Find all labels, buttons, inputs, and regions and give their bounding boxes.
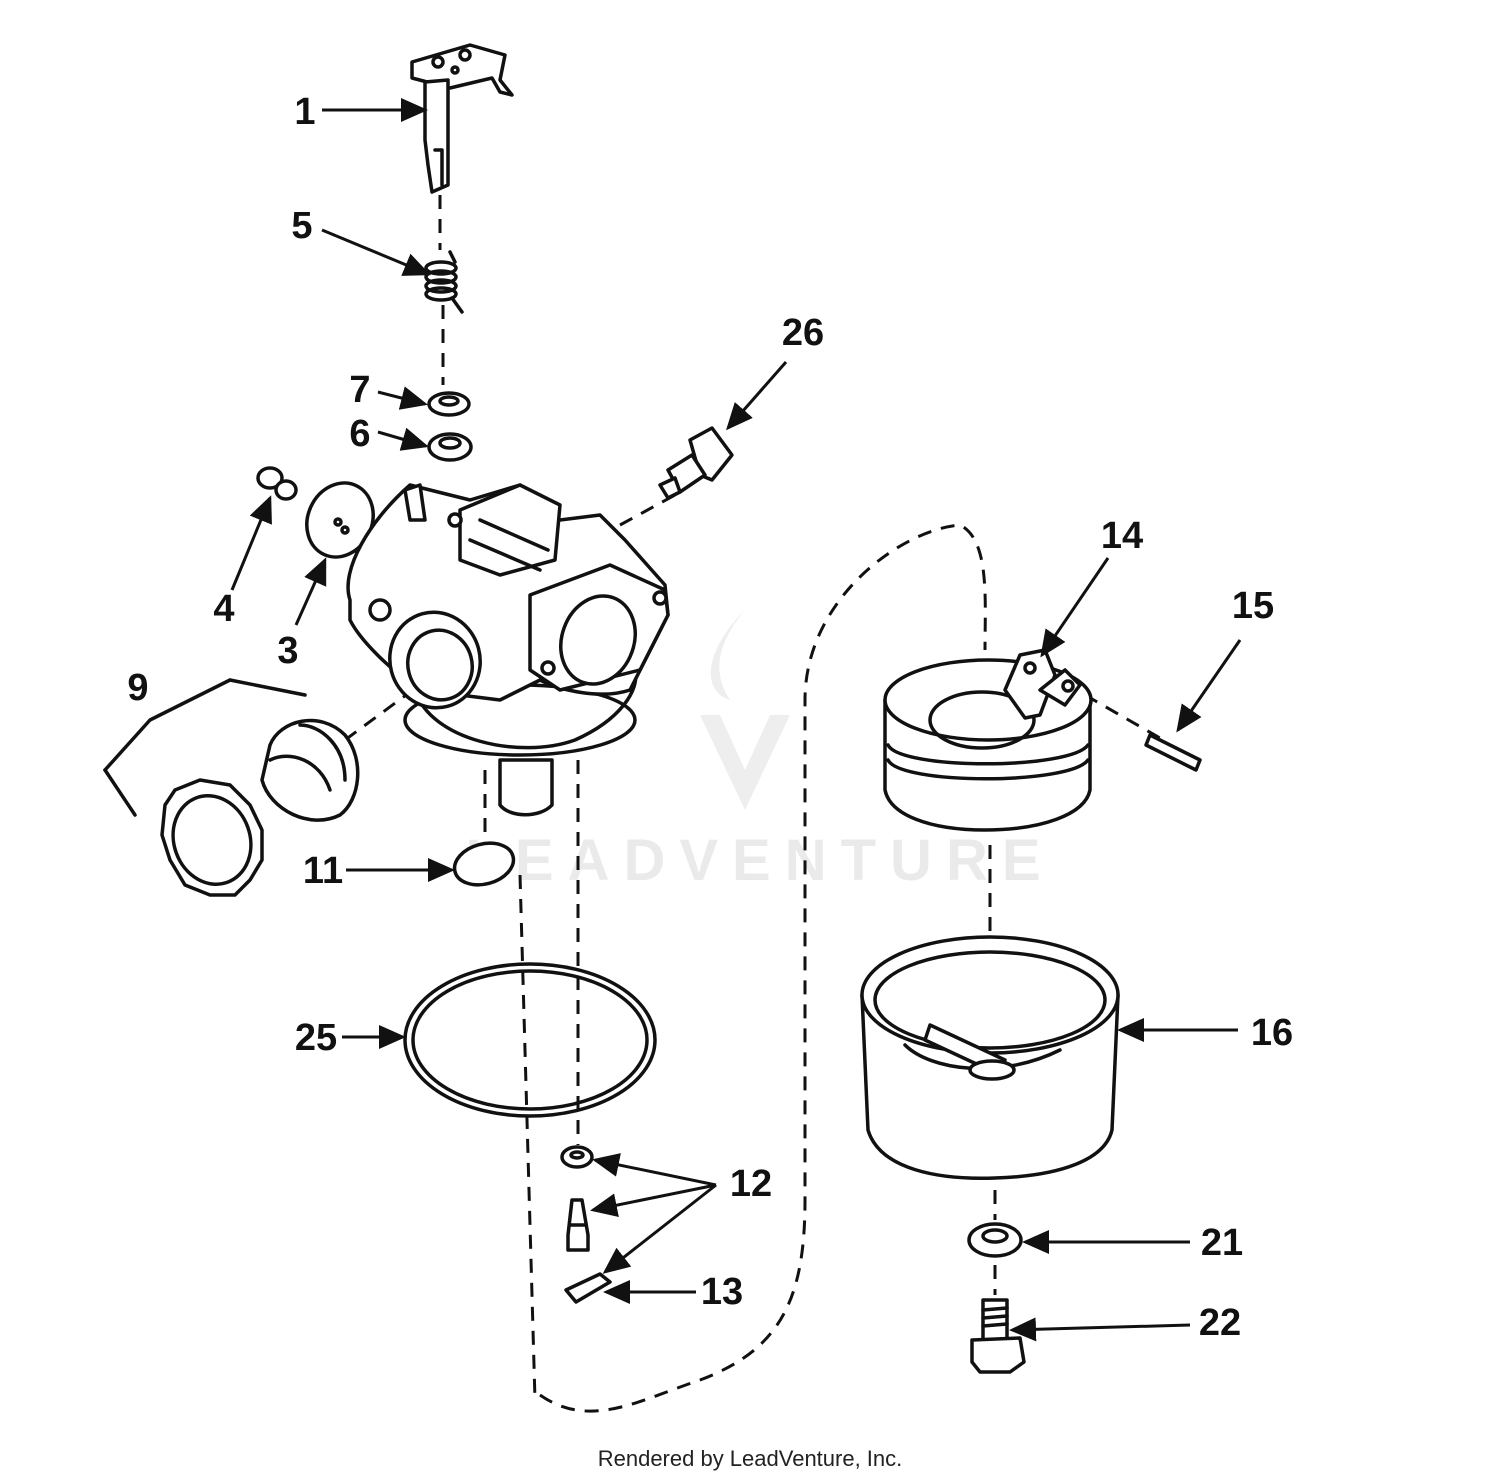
- callout-15: 15: [1232, 585, 1274, 627]
- callout-5: 5: [291, 205, 312, 247]
- carburetor-body: [346, 483, 670, 817]
- part-13-clip: [564, 1272, 612, 1304]
- part-26-fuel-fitting: [658, 426, 734, 500]
- callout-6: 6: [349, 413, 370, 455]
- callout-14: 14: [1101, 515, 1143, 557]
- callout-21: 21: [1201, 1222, 1243, 1264]
- footer-credit: Rendered by LeadVenture, Inc.: [597, 1446, 903, 1471]
- watermark-logo: [700, 610, 790, 810]
- callout-9: 9: [127, 667, 148, 709]
- callout-13: 13: [701, 1271, 743, 1313]
- part-21-washer: [967, 1222, 1023, 1258]
- part-6-seal: [427, 432, 473, 462]
- part-4-screw: [256, 466, 298, 501]
- callout-4: 4: [213, 588, 234, 630]
- part-22-bolt: [970, 1298, 1026, 1374]
- part-11-disc: [452, 841, 516, 887]
- part-9-primer-bulb: [260, 718, 360, 822]
- part-9-retainer-ring: [160, 778, 264, 897]
- callout-11: 11: [303, 850, 343, 892]
- part-12-needle: [566, 1198, 590, 1252]
- callout-3: 3: [277, 630, 298, 672]
- part-14-float: [883, 648, 1093, 832]
- part-15-pin: [1144, 733, 1202, 772]
- callout-25: 25: [295, 1017, 337, 1059]
- part-1-throttle-shaft: [410, 43, 514, 194]
- callout-labels: 1 5 7 6 26 4 3 9 11 25 12 13 14 15 16 21…: [127, 91, 1293, 1344]
- part-25-o-ring: [403, 962, 657, 1118]
- callout-16: 16: [1251, 1012, 1293, 1054]
- part-5-spring: [424, 250, 464, 314]
- watermark-text: LEADVENTURE: [465, 828, 1054, 893]
- part-9-bracket: [103, 678, 307, 817]
- callout-7: 7: [349, 369, 370, 411]
- callout-1: 1: [294, 91, 315, 133]
- part-16-float-bowl: [860, 935, 1120, 1180]
- leader-lines: [230, 98, 1242, 1342]
- part-12-seat: [560, 1145, 594, 1169]
- callout-22: 22: [1199, 1302, 1241, 1344]
- callout-12: 12: [730, 1163, 772, 1205]
- part-7-washer: [427, 391, 471, 417]
- callout-26: 26: [782, 312, 824, 354]
